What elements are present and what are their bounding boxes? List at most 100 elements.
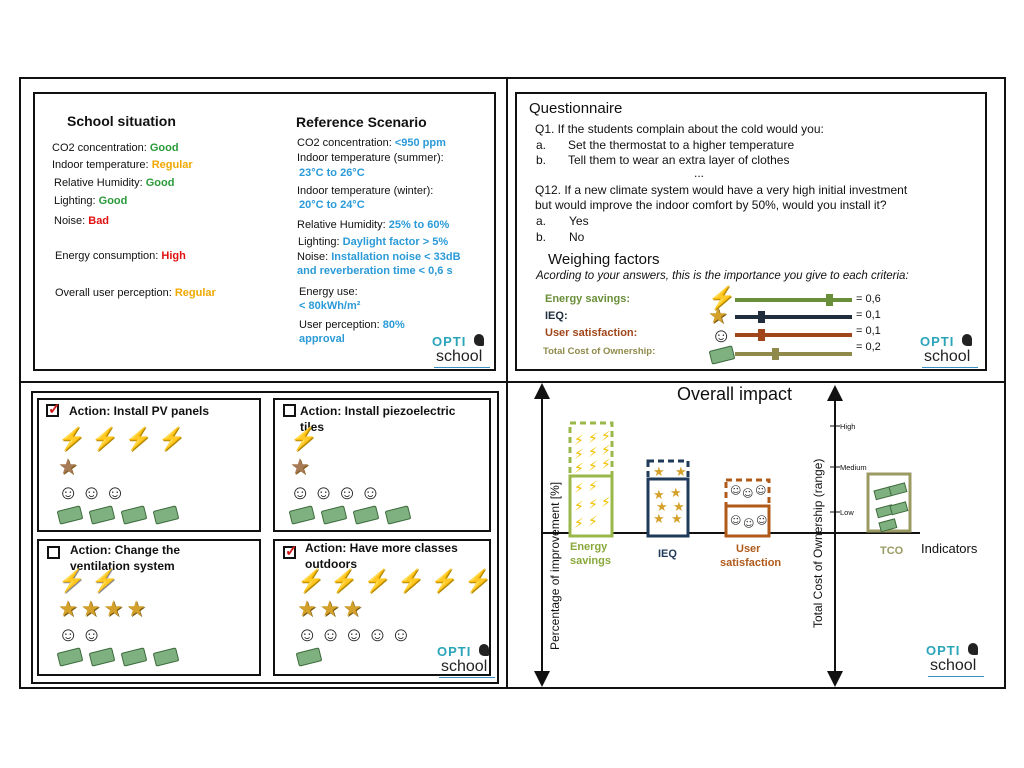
factor-energy-lightning-icon: ⚡ xyxy=(708,285,736,310)
smiley-icon: ☺ xyxy=(104,482,126,504)
action-piezo-label-1: Action: Install piezoelectric xyxy=(300,404,456,418)
situation-energy: Energy consumption: High xyxy=(55,250,186,262)
logo-mark-icon xyxy=(962,334,972,346)
action-piezo-checkbox[interactable] xyxy=(283,404,296,417)
situation-perception: Overall user perception: Regular xyxy=(55,287,216,299)
star-icon: ★ xyxy=(80,596,101,621)
factor-ieq-star-icon: ★ xyxy=(708,303,728,328)
x-axis-label: Indicators xyxy=(921,541,978,556)
lightning-icon: ⚡ xyxy=(601,429,611,445)
school-situation-title: School situation xyxy=(67,113,176,129)
reference-temp-winter-value: 20°C to 24°C xyxy=(299,199,365,211)
money-icon xyxy=(384,505,412,525)
lightning-icon: ⚡ xyxy=(464,568,492,593)
money-icon xyxy=(878,518,898,533)
star-icon: ★ xyxy=(58,454,78,479)
weight-slider-knob[interactable] xyxy=(826,294,833,306)
smiley-icon: ☺ xyxy=(730,484,741,497)
action-outdoors-checkbox[interactable]: ✓ xyxy=(283,543,298,560)
reference-noise: Noise: Installation noise < 33dB xyxy=(297,251,461,263)
smiley-icon: ☺ xyxy=(730,514,741,527)
bar-label-energy-1: Energy xyxy=(570,541,608,553)
star-icon: ★ xyxy=(58,596,78,621)
star-icon: ★ xyxy=(671,512,683,527)
reference-perception-2: approval xyxy=(299,333,345,345)
logo-tagline xyxy=(928,676,984,677)
q12-a-text[interactable]: Yes xyxy=(569,214,589,228)
bar-energy xyxy=(568,474,614,538)
bar-ieq xyxy=(646,477,690,538)
smiley-icon: ☺ xyxy=(343,624,365,646)
smiley-icon: ☺ xyxy=(755,484,766,497)
money-icon xyxy=(320,505,348,525)
smiley-icon: ☺ xyxy=(58,624,79,646)
smiley-icon: ☺ xyxy=(742,487,753,500)
bar-label-energy-2: savings xyxy=(570,555,611,567)
lightning-icon: ⚡ xyxy=(588,459,598,475)
weight-slider-track[interactable] xyxy=(735,348,852,360)
optischool-logo-2: OPTI school xyxy=(918,334,980,370)
bar-label-user-1: User xyxy=(736,543,761,555)
smiley-icon: ☺ xyxy=(320,624,341,646)
weight-slider-knob[interactable] xyxy=(758,311,765,323)
money-icon xyxy=(295,647,323,667)
money-icon xyxy=(88,647,116,667)
lightning-icon: ⚡ xyxy=(601,495,611,511)
lightning-icon: ⚡ xyxy=(124,426,153,451)
q1-b-text[interactable]: Tell them to wear an extra layer of clot… xyxy=(568,153,790,167)
smiley-icon: ☺ xyxy=(81,624,102,646)
logo-opti: OPTI xyxy=(437,644,472,659)
lightning-icon: ⚡ xyxy=(91,426,119,451)
lightning-icon: ⚡ xyxy=(588,514,598,530)
reference-humidity: Relative Humidity: 25% to 60% xyxy=(297,219,450,231)
lightning-icon: ⚡ xyxy=(574,481,584,497)
factor-energy-label: Energy savings: xyxy=(545,293,630,305)
star-icon: ★ xyxy=(653,465,665,480)
reference-scenario-title: Reference Scenario xyxy=(296,114,427,130)
smiley-icon: ☺ xyxy=(360,482,381,504)
weight-slider-track[interactable] xyxy=(735,294,852,306)
action-icon-row: ⚡⚡⚡⚡⚡⚡ xyxy=(297,570,491,592)
logo-school: school xyxy=(441,658,488,675)
weight-slider-track[interactable] xyxy=(735,311,852,323)
lightning-icon: ⚡ xyxy=(574,433,584,449)
y-axis-label: Percentage of improvement [%] xyxy=(548,481,562,650)
questionnaire-title: Questionnaire xyxy=(529,100,623,117)
situation-noise: Noise: Bad xyxy=(54,215,110,227)
action-icon-row xyxy=(288,505,412,525)
factor-user-smiley-icon: ☺ xyxy=(711,325,732,347)
q1-a-text[interactable]: Set the thermostat to a higher temperatu… xyxy=(568,138,795,152)
situation-temperature: Indoor temperature: Regular xyxy=(52,159,193,171)
lightning-icon: ⚡ xyxy=(290,426,318,451)
action-icon-row: ★★★★ xyxy=(58,598,146,620)
situation-humidity: Relative Humidity: Good xyxy=(54,177,175,189)
bar-label-user-2: satisfaction xyxy=(720,557,782,569)
logo-opti: OPTI xyxy=(920,334,955,349)
q12-line1: Q12. If a new climate system would have … xyxy=(535,183,908,197)
weight-slider-knob[interactable] xyxy=(772,348,779,360)
lightning-icon: ⚡ xyxy=(601,443,611,459)
money-icon xyxy=(56,505,84,525)
action-icon-row xyxy=(295,647,323,667)
star-icon: ★ xyxy=(675,465,687,480)
action-ventilation-checkbox[interactable] xyxy=(47,546,60,559)
q12-b-text[interactable]: No xyxy=(569,230,585,244)
optischool-logo-3: OPTI school xyxy=(435,644,497,680)
logo-opti: OPTI xyxy=(926,643,961,658)
lightning-icon: ⚡ xyxy=(574,499,584,515)
bar-energy-range xyxy=(568,421,614,478)
factor-user-value: = 0,1 xyxy=(856,325,881,337)
horizontal-divider xyxy=(19,381,1006,383)
action-icon-row: ☺☺☺☺ xyxy=(290,483,381,503)
action-pv-label: Action: Install PV panels xyxy=(69,404,210,418)
situation-lighting: Lighting: Good xyxy=(54,195,128,207)
questions-ellipsis: ... xyxy=(694,166,705,180)
reference-energy-label: Energy use: xyxy=(299,286,358,298)
money-icon xyxy=(88,505,116,525)
weight-slider-track[interactable] xyxy=(735,329,852,341)
weight-slider-knob[interactable] xyxy=(758,329,765,341)
action-pv-checkbox[interactable]: ✓ xyxy=(46,401,61,418)
lightning-icon: ⚡ xyxy=(330,568,358,593)
smiley-icon: ☺ xyxy=(313,482,334,504)
smiley-icon: ☺ xyxy=(756,514,767,527)
